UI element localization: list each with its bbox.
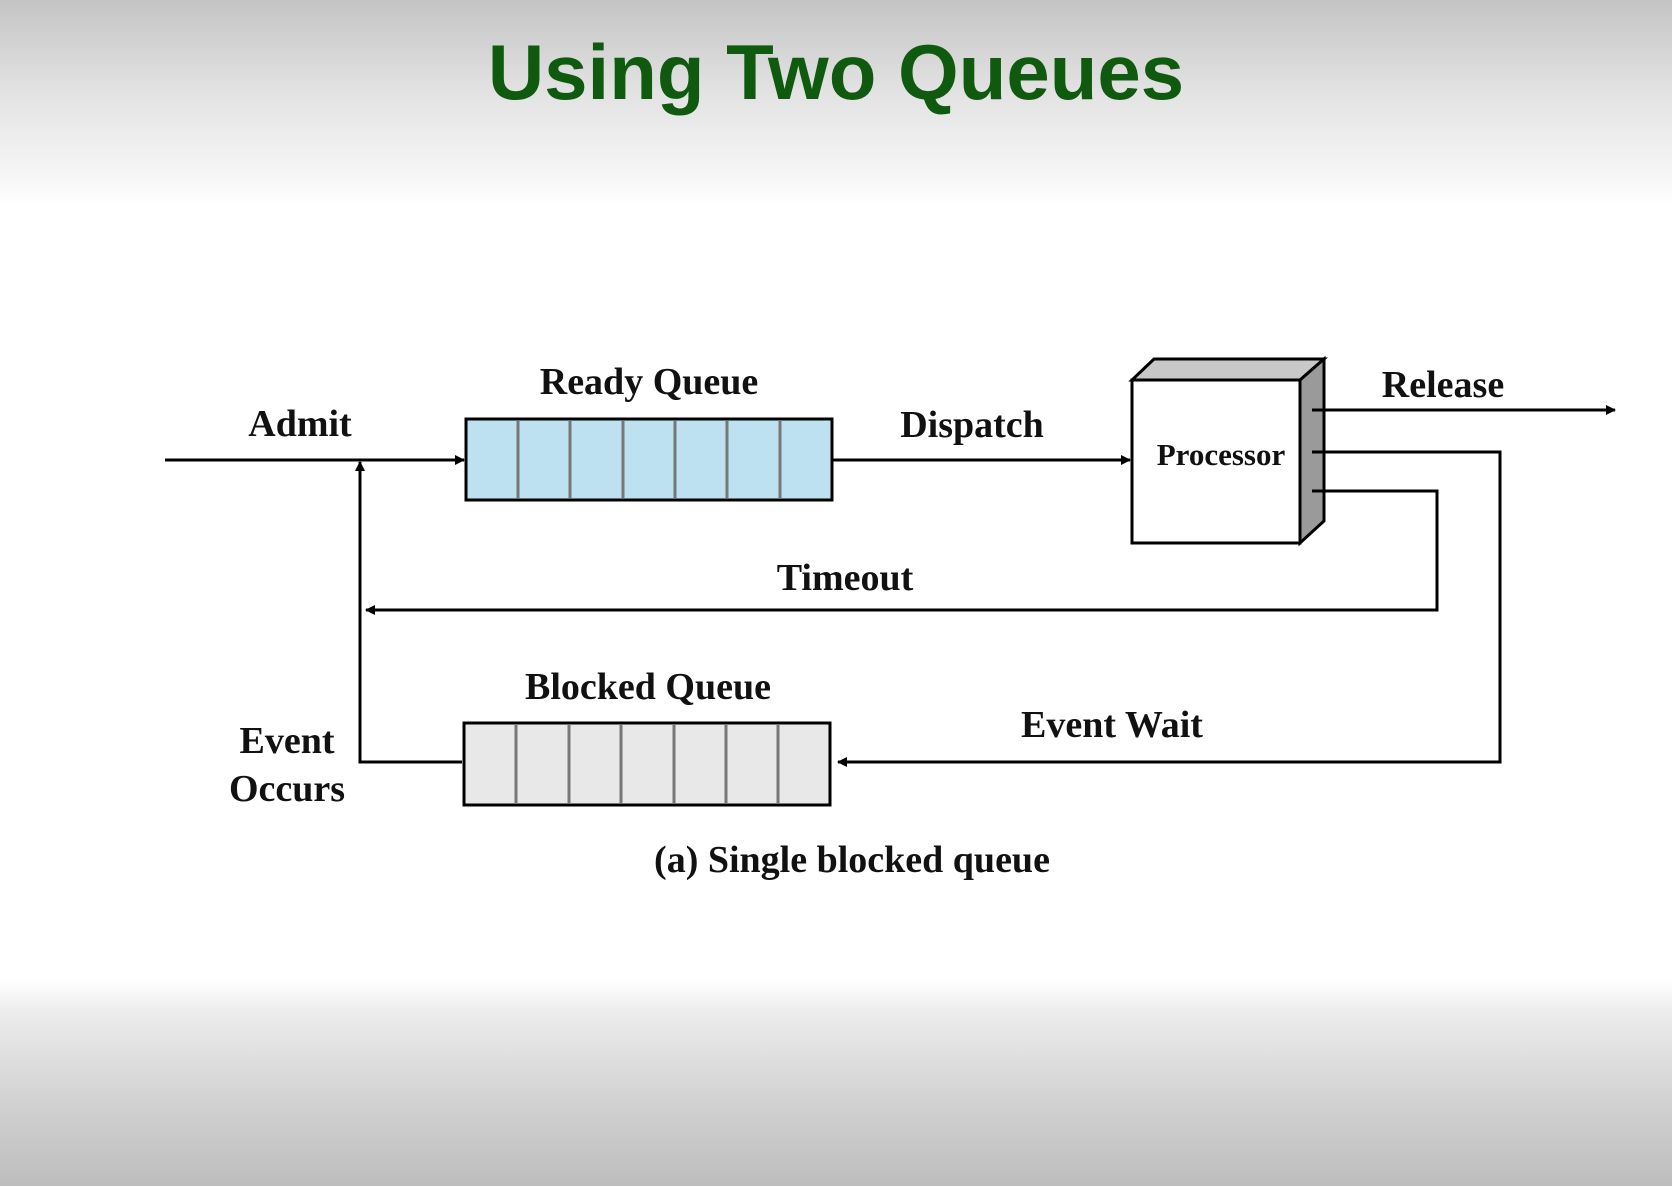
processor-label: Processor <box>1157 437 1286 472</box>
ready-queue <box>464 417 834 502</box>
dispatch-label: Dispatch <box>900 404 1044 446</box>
timeout-arrow <box>365 489 1439 615</box>
diagram-caption: (a) Single blocked queue <box>654 839 1050 881</box>
ready-queue-box <box>464 417 834 502</box>
admit-label: Admit <box>248 403 352 445</box>
blocked-queue-label: Blocked Queue <box>525 666 771 708</box>
event-occurs-label-line2: Occurs <box>229 768 345 810</box>
blocked-queue-box <box>462 721 832 807</box>
event-wait-arrow <box>837 450 1502 767</box>
processor-top-face <box>1128 357 1328 382</box>
slide-title: Using Two Queues <box>487 28 1185 116</box>
event-occurs-arrow <box>355 461 462 764</box>
flow-arrows <box>165 405 1616 767</box>
blocked-queue <box>462 721 832 807</box>
timeout-label: Timeout <box>777 557 914 599</box>
processor <box>1128 355 1328 547</box>
event-wait-label: Event Wait <box>1021 704 1203 746</box>
processor-front-face <box>1130 378 1302 545</box>
event-occurs-label-line1: Event <box>240 720 335 762</box>
release-label: Release <box>1382 364 1504 406</box>
ready-queue-label: Ready Queue <box>540 361 759 403</box>
